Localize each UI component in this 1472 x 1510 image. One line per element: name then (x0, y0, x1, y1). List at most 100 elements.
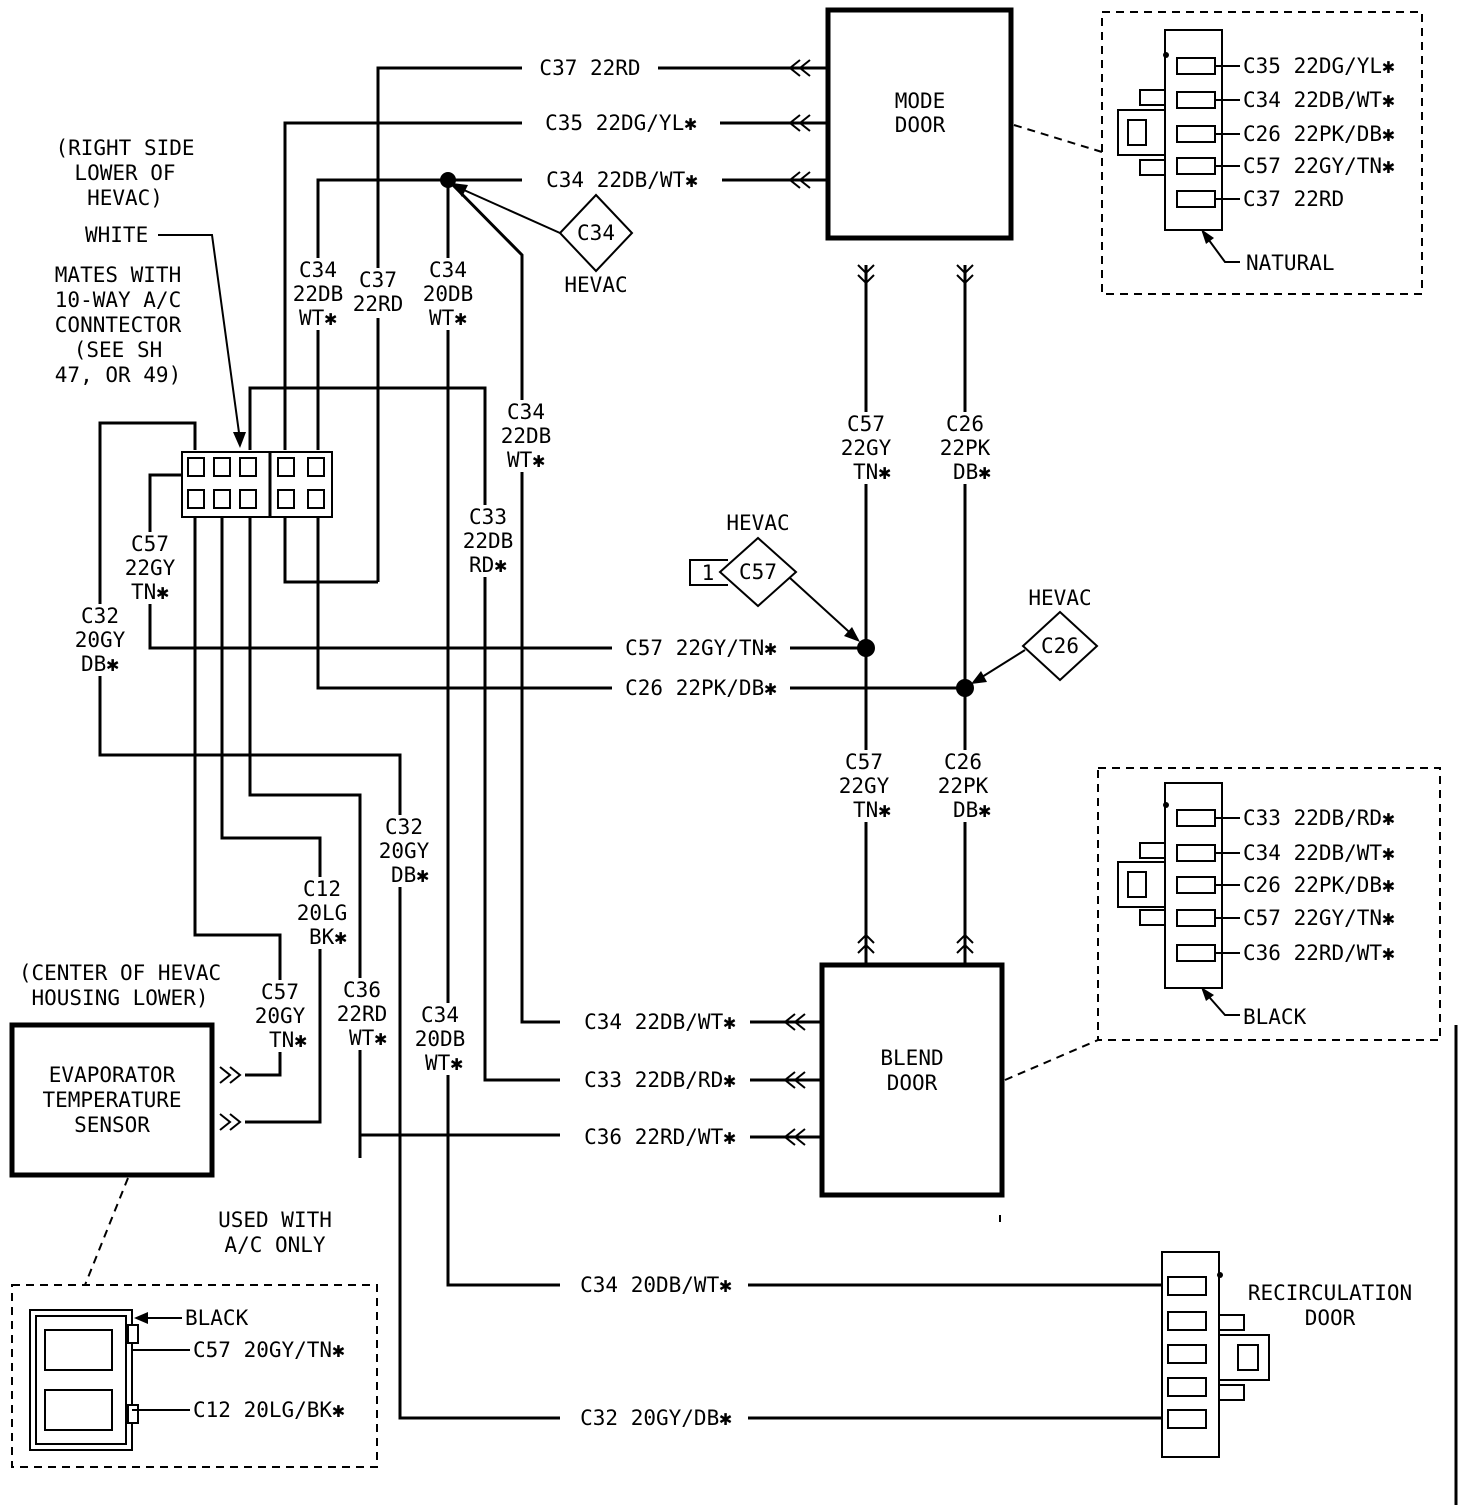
evaporator-label-3: SENSOR (74, 1113, 150, 1137)
svg-text:1: 1 (702, 561, 715, 585)
mode-door-connector-view: C35 22DG/YL✱ C34 22DB/WT✱ C26 22PK/DB✱ C… (1013, 11, 1423, 295)
note-right-side-1: (RIGHT SIDE (55, 136, 194, 160)
svg-text:C57 22GY/TN✱: C57 22GY/TN✱ (1243, 154, 1395, 178)
vlabel-c34-20db-wt-top: C34 20DB WT✱ (420, 258, 476, 330)
svg-text:DB✱: DB✱ (81, 652, 119, 676)
recirculation-door-connector: RECIRCULATION DOOR (1161, 1251, 1412, 1458)
svg-text:20DB: 20DB (423, 282, 474, 306)
label-c26-22pk-db: C26 22PK/DB✱ (625, 676, 777, 700)
svg-text:22GY: 22GY (839, 774, 890, 798)
svg-text:C57 20GY/TN✱: C57 20GY/TN✱ (193, 1338, 345, 1362)
vlabel-c33-22db-rd: C33 22DB RD✱ (458, 505, 514, 577)
svg-text:C34: C34 (299, 258, 337, 282)
splice-c26-hevac: HEVAC (1028, 586, 1091, 610)
label-c32-20gy-db: C32 20GY/DB✱ (580, 1406, 732, 1430)
splice-c26-diamond: C26 (1021, 610, 1099, 682)
svg-text:C33: C33 (469, 505, 507, 529)
label-c34-22db-wt-blend: C34 22DB/WT✱ (584, 1010, 736, 1034)
wire-c34-20db-wt-drop (446, 180, 560, 1287)
horizontal-wire-labels: C37 22RD C35 22DG/YL✱ C34 22DB/WT✱ C57 2… (539, 56, 777, 1430)
note-right-side-3: HEVAC) (87, 186, 163, 210)
svg-text:C32: C32 (81, 604, 119, 628)
label-c57-22gy-tn: C57 22GY/TN✱ (625, 636, 777, 660)
vlabel-c26-22pk-db-lower: C26 22PK DB✱ (937, 750, 993, 822)
note-center-1: (CENTER OF HEVAC (19, 961, 221, 985)
vlabel-c34-22db-wt-left: C34 22DB WT✱ (290, 258, 346, 330)
svg-text:C34: C34 (577, 221, 615, 245)
vlabel-c36-22rd-wt: C36 22RD WT✱ (334, 978, 390, 1050)
svg-text:22DB: 22DB (501, 424, 552, 448)
svg-text:C57: C57 (847, 412, 885, 436)
evaporator-label-1: EVAPORATOR (49, 1063, 176, 1087)
sensor-connector-view: BLACK C57 20GY/TN✱ C12 20LG/BK✱ (11, 1177, 378, 1468)
svg-text:C34: C34 (421, 1003, 459, 1027)
splice-c34-pointer (454, 185, 561, 234)
vlabel-c57-22gy-tn-left: C57 22GY TN✱ (122, 532, 178, 604)
svg-text:DB✱: DB✱ (391, 863, 429, 887)
label-c37-22rd: C37 22RD (539, 56, 640, 80)
mode-door-label-2: DOOR (895, 113, 946, 137)
note-right-side-2: LOWER OF (74, 161, 175, 185)
splice-c57-arrowhead (844, 627, 860, 642)
note-mates-5: 47, OR 49) (55, 363, 181, 387)
vlabel-c57-22gy-tn-upper: C57 22GY TN✱ (838, 412, 894, 484)
svg-text:22DB: 22DB (463, 529, 514, 553)
mode-door-box (825, 7, 1014, 241)
note-center-2: HOUSING LOWER) (31, 986, 208, 1010)
note-mates-3: CONNTECTOR (55, 313, 182, 337)
wire-c12-20lg-bk (220, 505, 322, 1124)
svg-text:C32: C32 (385, 815, 423, 839)
vertical-wire-labels: C34 22DB WT✱ C37 22RD C34 20DB WT✱ C34 2… (72, 258, 993, 1075)
svg-text:RD✱: RD✱ (469, 553, 507, 577)
label-c35-22dg-yl: C35 22DG/YL✱ (545, 111, 697, 135)
svg-text:C12 20LG/BK✱: C12 20LG/BK✱ (193, 1398, 345, 1422)
svg-text:22PK: 22PK (940, 436, 991, 460)
vlabel-c34-20db-wt-lower: C34 20DB WT✱ (412, 1003, 468, 1075)
wire-c36-22rd-wt (248, 505, 560, 1137)
svg-text:WT✱: WT✱ (299, 306, 337, 330)
svg-text:C26: C26 (946, 412, 984, 436)
label-c33-22db-rd: C33 22DB/RD✱ (584, 1068, 736, 1092)
wire-c33-22db-rd (248, 386, 560, 1082)
wire-c26-22pk-db-h (316, 505, 965, 690)
svg-text:BLACK: BLACK (1243, 1005, 1307, 1029)
white-leader-arrow (233, 432, 246, 448)
svg-text:C26 22PK/DB✱: C26 22PK/DB✱ (1243, 873, 1395, 897)
splice-c34-hevac: HEVAC (564, 273, 627, 297)
svg-text:C34: C34 (429, 258, 467, 282)
svg-text:C57: C57 (845, 750, 883, 774)
svg-text:TN✱: TN✱ (131, 580, 169, 604)
svg-text:C57: C57 (131, 532, 169, 556)
svg-text:C57: C57 (739, 560, 777, 584)
svg-text:C34 22DB/WT✱: C34 22DB/WT✱ (1243, 88, 1395, 112)
svg-text:TN✱: TN✱ (269, 1028, 307, 1052)
splice-dot-c34 (440, 172, 456, 188)
wire-c57-20gy-tn (193, 505, 282, 1077)
note-used-2: A/C ONLY (224, 1233, 326, 1257)
wire-loop-c35-c37 (283, 505, 378, 584)
white-leader (158, 234, 241, 441)
svg-text:TN✱: TN✱ (853, 798, 891, 822)
note-mates-1: MATES WITH (55, 263, 181, 287)
svg-text:C37 22RD: C37 22RD (1243, 187, 1344, 211)
svg-text:C37: C37 (359, 268, 397, 292)
svg-text:RECIRCULATION: RECIRCULATION (1248, 1281, 1412, 1305)
vlabel-c12-20lg-bk: C12 20LG BK✱ (294, 877, 350, 949)
svg-text:22RD: 22RD (353, 292, 404, 316)
vlabel-c57-22gy-tn-lower: C57 22GY TN✱ (838, 750, 894, 822)
wire-c32-20gy-db (98, 421, 560, 1420)
svg-text:BLACK: BLACK (185, 1306, 249, 1330)
splice-c57-hevac: HEVAC (726, 511, 789, 535)
splice-c57-diamond: C57 1 (689, 536, 798, 608)
svg-text:C36 22RD/WT✱: C36 22RD/WT✱ (1243, 941, 1395, 965)
splice-dot-c57 (857, 639, 875, 657)
svg-text:22DB: 22DB (293, 282, 344, 306)
label-c36-22rd-wt: C36 22RD/WT✱ (584, 1125, 736, 1149)
svg-text:C57 22GY/TN✱: C57 22GY/TN✱ (1243, 906, 1395, 930)
mode-door-terminals (219, 59, 974, 1146)
svg-text:C35 22DG/YL✱: C35 22DG/YL✱ (1243, 54, 1395, 78)
wire-c34-22db-wt-branch (446, 178, 560, 1024)
blend-door-connector-view: C33 22DB/RD✱ C34 22DB/WT✱ C26 22PK/DB✱ C… (1004, 767, 1441, 1081)
svg-text:DB✱: DB✱ (953, 798, 991, 822)
mode-door-label-1: MODE (895, 89, 946, 113)
